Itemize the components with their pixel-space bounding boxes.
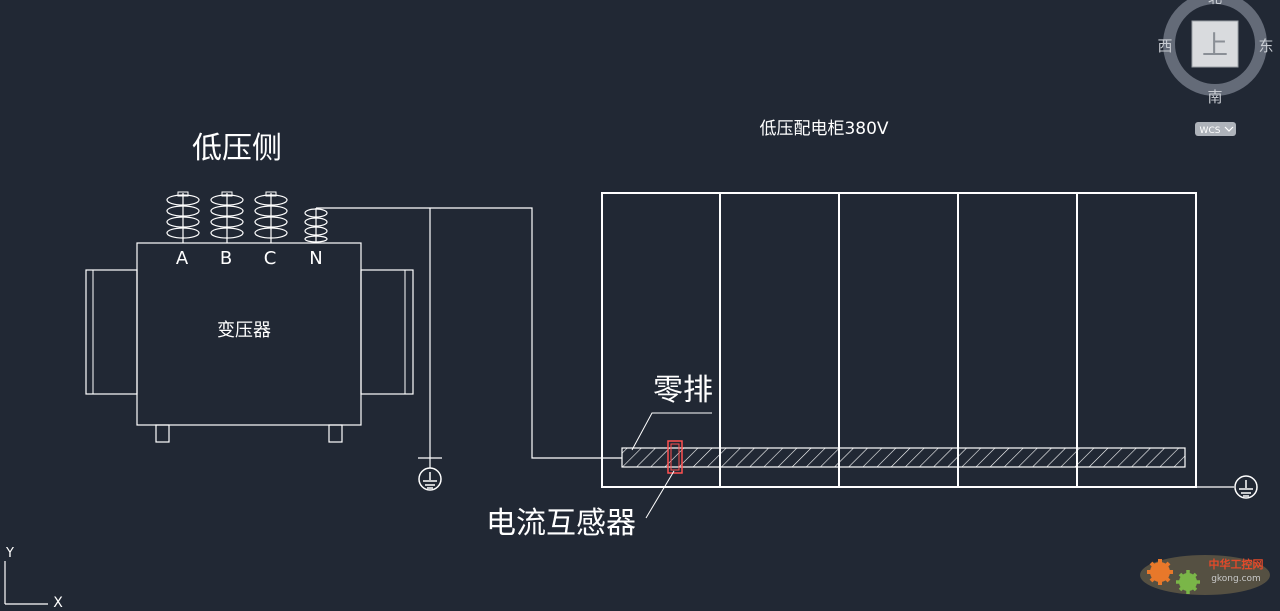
low-side-title: 低压侧 [192, 131, 282, 166]
watermark-site: gkong.com [1211, 574, 1261, 584]
wcs-label: WCS [1200, 126, 1221, 136]
transformer-left-radiator [85, 269, 138, 395]
transformer: 变压器 [85, 242, 414, 443]
transformer-foot-left [155, 424, 170, 443]
ucs-y-label: Y [5, 546, 14, 561]
phase-label-c: C [264, 248, 277, 269]
phase-label-n: N [309, 248, 322, 269]
bushing-a [166, 191, 200, 243]
phase-label-a: A [176, 248, 189, 269]
neutral-bar-label: 零排 [653, 373, 713, 408]
viewcube-face-top[interactable] [1191, 20, 1239, 68]
transformer-foot-right [328, 424, 343, 443]
neutral-wire [316, 207, 622, 459]
ground-icon [1234, 475, 1258, 499]
neutral-bar [621, 447, 1186, 468]
viewcube-compass-ring[interactable] [1163, 0, 1267, 96]
viewcube-west[interactable]: 西 [1157, 37, 1172, 55]
current-transformer [667, 440, 683, 474]
viewcube-east[interactable]: 东 [1258, 37, 1273, 55]
ucs-icon: Y X [4, 546, 63, 611]
neutral-bar-leader [631, 412, 712, 451]
watermark-name: 中华工控网 [1209, 557, 1264, 571]
ct-label: 电流互感器 [486, 506, 636, 541]
viewcube-north[interactable]: 北 [1208, 0, 1222, 7]
viewcube-south[interactable]: 南 [1207, 88, 1222, 106]
bushing-b [210, 191, 244, 243]
viewcube[interactable]: 上 北 西 东 南 WCS [1157, 0, 1274, 136]
cabinet-title: 低压配电柜380V [759, 119, 888, 139]
transformer-label: 变压器 [217, 320, 271, 341]
bushing-n [304, 208, 328, 243]
transformer-right-radiator [360, 269, 414, 395]
ground-icon [418, 457, 442, 491]
gear-icon [1147, 559, 1173, 585]
low-voltage-cabinet [601, 192, 1197, 488]
viewcube-face-label: 上 [1202, 31, 1228, 61]
watermark-logo: 中华工控网 gkong.com [1140, 555, 1270, 595]
phase-label-b: B [220, 248, 232, 269]
ct-leader [645, 470, 675, 519]
gear-icon [1176, 570, 1200, 594]
wcs-button[interactable] [1195, 122, 1236, 136]
chevron-down-icon [1224, 126, 1234, 132]
bushing-c [254, 191, 288, 243]
ucs-x-label: X [53, 595, 63, 611]
